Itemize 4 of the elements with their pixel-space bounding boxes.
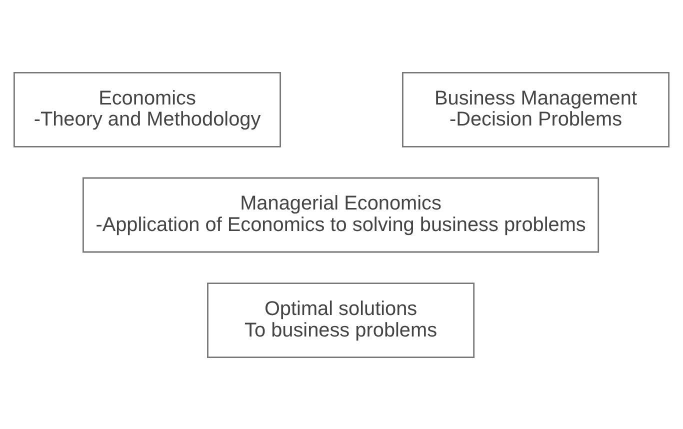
node-box: Economics -Theory and Methodology [13, 71, 282, 147]
node-box: Managerial Economics -Application of Economics to solving business problems [82, 176, 600, 252]
node-box: Business Management -Decision Problems [402, 71, 670, 147]
node-box: Optimal solutions To business problems [207, 282, 475, 358]
